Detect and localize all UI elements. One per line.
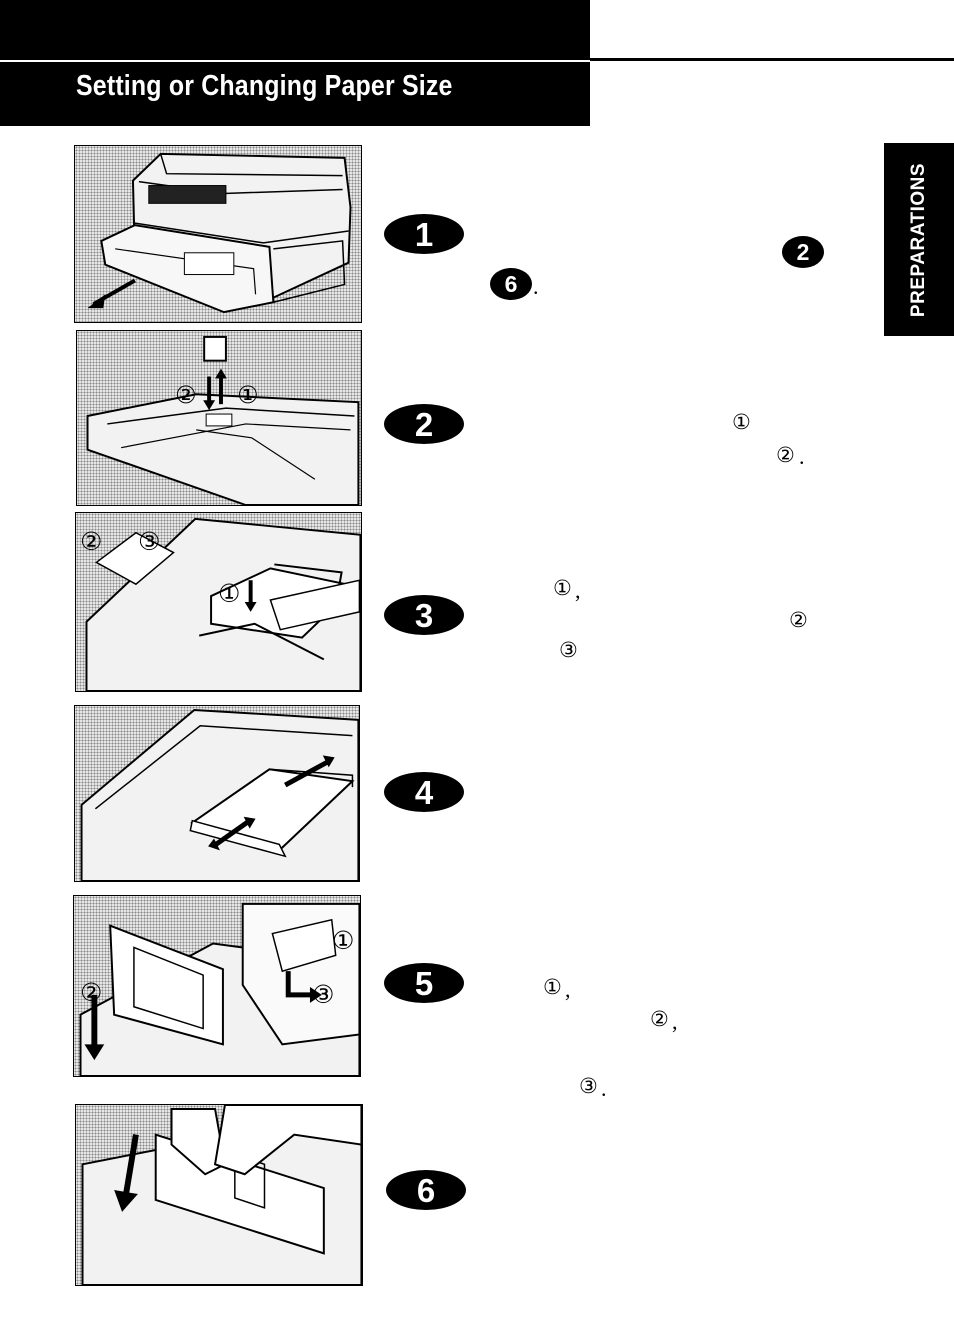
step-5-mark-3: ③ — [579, 1074, 598, 1098]
step-3-mark-2: ② — [789, 608, 808, 632]
section-tab-label: PREPARATIONS — [908, 162, 929, 317]
step-3-mark-3: ③ — [559, 638, 578, 662]
side-guides-drawing — [80, 708, 359, 881]
illustration-step-1 — [74, 145, 362, 323]
step-5-badge: 5 — [384, 963, 464, 1003]
printer-drawing — [87, 152, 352, 314]
callout-3: ③ — [138, 527, 161, 556]
step-6-ref-badge: 6 — [490, 268, 532, 300]
step-2-period: . — [799, 444, 805, 469]
step-2-mark-2: ② — [776, 443, 795, 467]
callout-1: ① — [237, 381, 259, 409]
tray-stopper-drawing — [86, 335, 360, 505]
step-2-badge: 2 — [384, 404, 464, 444]
header-rule — [590, 58, 954, 61]
callout-3: ③ — [312, 980, 335, 1009]
illustration-step-6 — [75, 1104, 363, 1286]
step-5-mark-1: ① — [543, 975, 562, 999]
header-divider — [0, 60, 590, 62]
press-guide-drawing — [81, 1105, 362, 1285]
step-5-mark-2: ② — [650, 1007, 669, 1031]
step-5-period: . — [601, 1076, 607, 1101]
illustration-step-4 — [74, 705, 360, 882]
step-3-badge: 3 — [384, 595, 464, 635]
step-5-comma-2: , — [672, 1009, 678, 1034]
load-paper-drawing — [85, 517, 361, 691]
step-3-mark-1: ① — [553, 576, 572, 600]
illustration-step-2: ② ① — [76, 330, 362, 506]
callout-1: ① — [218, 579, 241, 608]
end-guide-drawing — [79, 902, 360, 1076]
step-2-ref-badge: 2 — [782, 236, 824, 268]
step-1-badge: 1 — [384, 214, 464, 254]
callout-2: ② — [80, 527, 103, 556]
step-1-period: . — [533, 274, 539, 299]
step-5-comma-1: , — [565, 977, 571, 1002]
step-6-badge: 6 — [386, 1170, 466, 1210]
callout-2: ② — [175, 381, 197, 409]
step-4-badge: 4 — [384, 772, 464, 812]
section-tab: PREPARATIONS — [884, 143, 954, 336]
callout-1: ① — [332, 926, 355, 955]
step-2-mark-1: ① — [732, 410, 751, 434]
illustration-step-3: ② ③ ① — [75, 512, 362, 692]
callout-2: ② — [80, 978, 103, 1007]
header-bar — [0, 0, 590, 126]
page-title: Setting or Changing Paper Size — [76, 70, 453, 102]
step-3-comma: , — [575, 578, 581, 603]
illustration-step-5: ① ② ③ — [73, 895, 361, 1077]
